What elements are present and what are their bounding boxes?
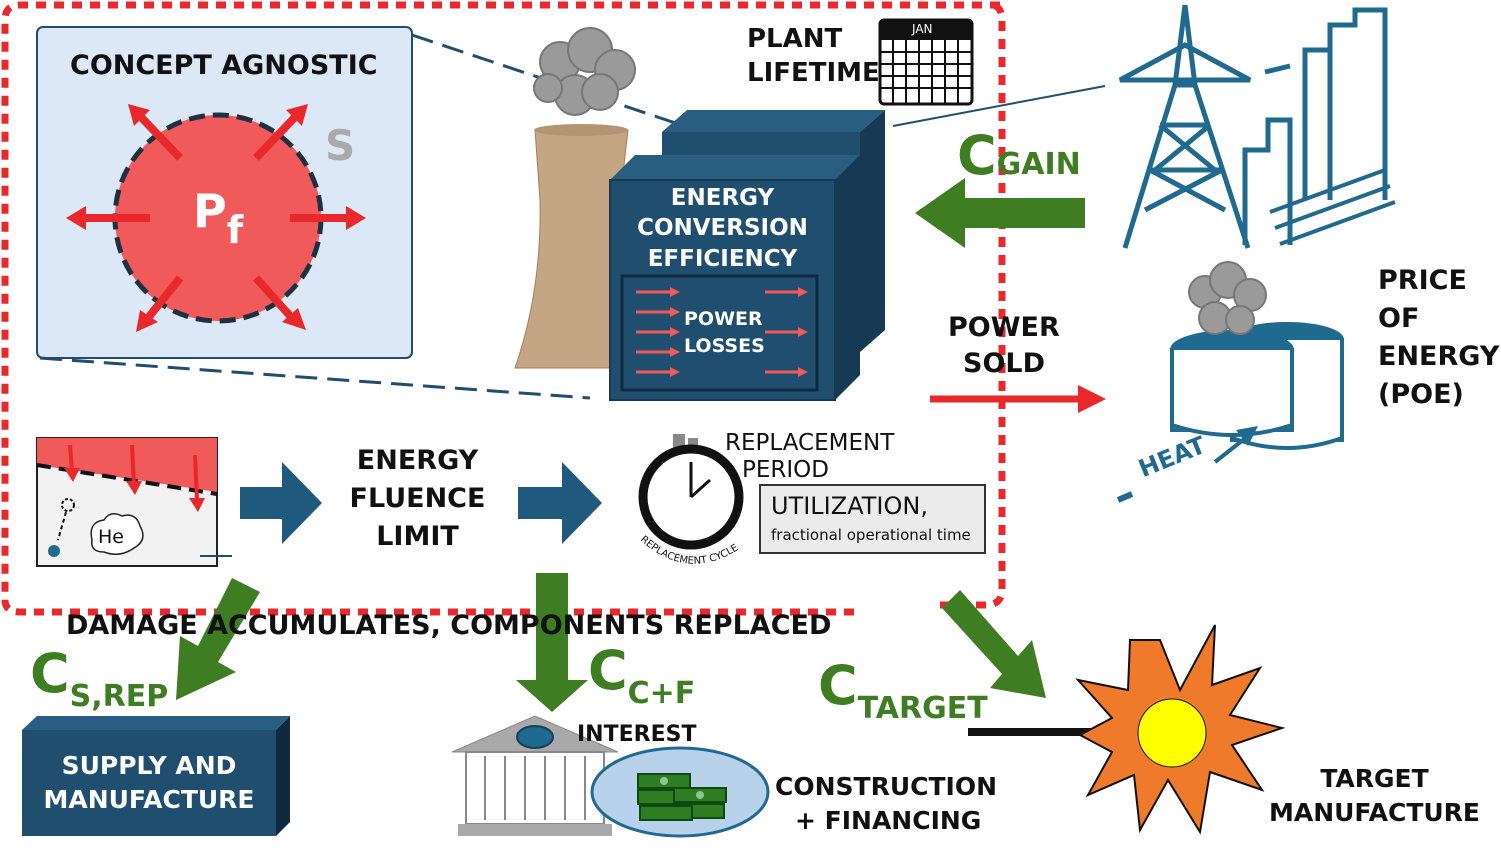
- supply-block: [22, 716, 290, 836]
- efficiency-line2: CONVERSION: [637, 215, 808, 241]
- c-gain-arrow: [915, 178, 1085, 248]
- supply-line1: SUPPLY AND: [61, 751, 237, 780]
- c-target-arrow: [942, 590, 1046, 698]
- c-srep-sub: S,REP: [69, 679, 169, 714]
- interest-label: INTEREST: [577, 722, 697, 747]
- fluence-line3: LIMIT: [376, 521, 459, 552]
- system-boundary-right: [940, 1, 1006, 609]
- poe-line3: ENERGY: [1378, 341, 1500, 372]
- construction-line2: + FINANCING: [795, 806, 982, 835]
- poe-line2: OF: [1378, 303, 1420, 334]
- c-srep-arrow: [176, 578, 260, 700]
- c-target-label: CTARGET: [818, 654, 988, 725]
- construction-line1: CONSTRUCTION: [775, 772, 998, 801]
- c-cf-sub: C+F: [627, 676, 696, 711]
- power-pylon-icon: [1118, 4, 1252, 249]
- fluence-line2: FLUENCE: [349, 483, 486, 514]
- power-losses-line1: POWER: [684, 308, 763, 330]
- city-icon: [1242, 7, 1396, 246]
- heat-arrow: [1116, 426, 1258, 503]
- poe-line4: (POE): [1378, 379, 1464, 410]
- c-target-main: C: [818, 654, 858, 717]
- poe-line1: PRICE: [1378, 265, 1467, 296]
- utilization-box: [759, 484, 986, 554]
- replacement-line1: REPLACEMENT: [725, 430, 895, 456]
- pf-main: P: [193, 184, 227, 238]
- target-pellet: [1137, 698, 1207, 768]
- c-cf-arrow: [516, 573, 588, 712]
- plant-lifetime-line1: PLANT: [747, 24, 843, 54]
- concept-agnostic-title: CONCEPT AGNOSTIC: [70, 50, 378, 81]
- c-srep-main: C: [30, 642, 70, 705]
- supply-line2: MANUFACTURE: [43, 785, 255, 814]
- c-srep-label: CS,REP: [30, 642, 168, 713]
- c-gain-label: CGAIN: [957, 124, 1081, 187]
- c-target-sub: TARGET: [857, 691, 988, 726]
- flow-arrow-2: [518, 462, 602, 544]
- plant-lifetime-line2: LIFETIME: [747, 58, 880, 88]
- stopwatch-icon: [638, 434, 744, 550]
- plasma-arrows: [66, 104, 366, 332]
- utilization-subtitle: fractional operational time: [771, 526, 971, 544]
- flow-arrow-1: [240, 462, 322, 544]
- efficiency-line3: EFFICIENCY: [647, 246, 798, 272]
- smoke-cloud-icon: [533, 27, 636, 116]
- power-sold-line2: SOLD: [963, 348, 1046, 379]
- heat-storage-tank-icon: [1170, 322, 1344, 450]
- money-icon: [590, 746, 770, 838]
- c-cf-label: CC+F: [588, 639, 695, 710]
- grid-connection-line: [892, 85, 1106, 127]
- zoom-line-bottom: [39, 356, 591, 400]
- c-cf-main: C: [588, 639, 628, 702]
- target-line2: MANUFACTURE: [1268, 798, 1481, 827]
- pf-label: Pf: [193, 184, 243, 252]
- s-label: S: [325, 121, 356, 170]
- power-losses-line2: LOSSES: [684, 335, 765, 357]
- he-label: He: [98, 526, 124, 548]
- power-sold-line1: POWER: [948, 312, 1060, 343]
- utilization-title: UTILIZATION,: [771, 492, 928, 520]
- c-gain-sub: GAIN: [996, 147, 1081, 182]
- damage-text: DAMAGE ACCUMULATES, COMPONENTS REPLACED: [66, 610, 832, 641]
- pf-sub: f: [226, 208, 244, 252]
- zoom-line-top: [411, 33, 841, 180]
- target-line1: TARGET: [1320, 764, 1429, 793]
- calendar-month: JAN: [912, 22, 933, 36]
- tank-smoke-icon: [1188, 261, 1267, 335]
- replacement-line2: PERIOD: [742, 457, 829, 483]
- calendar-icon: [878, 18, 974, 106]
- fluence-line1: ENERGY: [356, 445, 479, 476]
- c-gain-main: C: [957, 124, 997, 187]
- efficiency-line1: ENERGY: [670, 185, 775, 211]
- material-damage-panel: [36, 437, 232, 567]
- power-loss-arrows: [636, 287, 808, 377]
- bank-icon: [451, 715, 619, 836]
